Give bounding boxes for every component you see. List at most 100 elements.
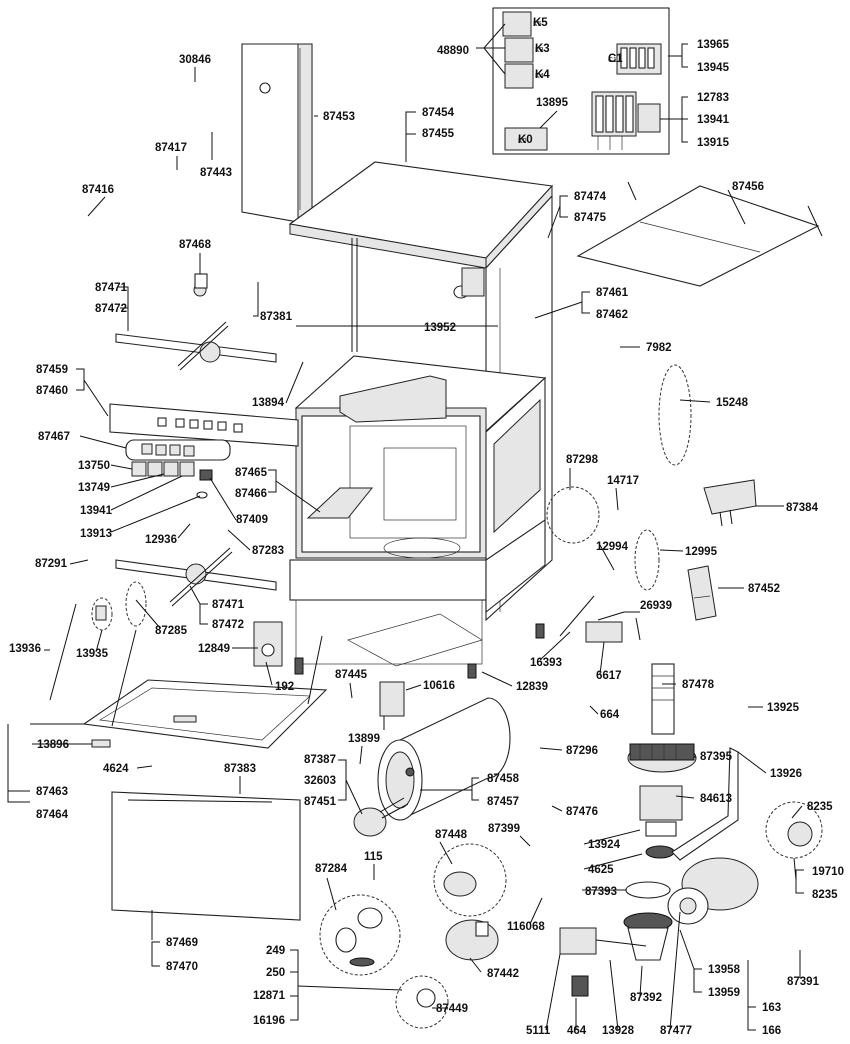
part-label-5111: 5111 bbox=[526, 1025, 551, 1037]
relay-k0-label: K0 bbox=[518, 138, 527, 145]
leader-line bbox=[551, 805, 563, 812]
leader-line bbox=[727, 189, 746, 225]
part-label-87458: 87458 bbox=[487, 773, 520, 785]
leader-line bbox=[599, 641, 605, 675]
leader-line bbox=[599, 544, 615, 571]
contactor-c1-label: C1 bbox=[608, 57, 617, 64]
part-label-12849: 12849 bbox=[198, 643, 230, 655]
leader-line bbox=[110, 475, 183, 511]
leader-line bbox=[471, 777, 479, 801]
sump-filter bbox=[623, 881, 673, 961]
part-label-87456: 87456 bbox=[732, 181, 764, 193]
contactor-block bbox=[591, 91, 661, 150]
leader-line bbox=[405, 111, 416, 162]
leader-line bbox=[615, 487, 619, 511]
part-label-116068: 116068 bbox=[507, 921, 545, 933]
leader-line bbox=[7, 724, 30, 803]
leader-line bbox=[476, 23, 506, 49]
part-label-250: 250 bbox=[266, 967, 285, 979]
part-label-166: 166 bbox=[762, 1025, 781, 1037]
part-label-13936: 13936 bbox=[9, 643, 41, 655]
leader-line bbox=[118, 286, 129, 331]
part-label-13915: 13915 bbox=[697, 137, 730, 149]
leader-line bbox=[609, 959, 619, 1031]
wash-element bbox=[687, 565, 717, 621]
part-label-4624: 4624 bbox=[103, 763, 129, 775]
part-label-13750: 13750 bbox=[78, 460, 110, 472]
leader-line bbox=[439, 841, 453, 865]
part-label-12783: 12783 bbox=[697, 92, 729, 104]
part-label-13958: 13958 bbox=[708, 964, 741, 976]
leader-line bbox=[693, 755, 697, 759]
leader-line bbox=[659, 549, 684, 552]
part-label-12936: 12936 bbox=[145, 534, 177, 546]
rinse-element bbox=[703, 479, 757, 527]
part-label-87445: 87445 bbox=[335, 669, 368, 681]
reservoir-group bbox=[319, 894, 401, 976]
part-label-87284: 87284 bbox=[315, 863, 348, 875]
part-label-87285: 87285 bbox=[155, 625, 188, 637]
leader-line bbox=[675, 795, 695, 799]
leader-line bbox=[483, 47, 506, 75]
part-label-87399: 87399 bbox=[488, 823, 520, 835]
relay-k4-label: K4 bbox=[535, 73, 544, 80]
part-label-87296: 87296 bbox=[566, 745, 598, 757]
part-label-K0: K0 bbox=[518, 134, 533, 146]
part-label-87383: 87383 bbox=[224, 763, 256, 775]
part-label-14717: 14717 bbox=[607, 475, 639, 487]
part-label-48890: 48890 bbox=[437, 45, 469, 57]
leader-line bbox=[268, 469, 277, 493]
part-label-13941a: 13941 bbox=[697, 114, 730, 126]
pressure-switch bbox=[379, 681, 405, 730]
part-label-12871: 12871 bbox=[253, 990, 286, 1002]
part-label-87283: 87283 bbox=[252, 545, 284, 557]
leader-line bbox=[359, 745, 363, 765]
leader-line bbox=[639, 965, 643, 997]
upper-spray-arm bbox=[115, 273, 277, 371]
leader-line bbox=[559, 195, 568, 218]
leader-line bbox=[135, 599, 161, 629]
leader-line bbox=[265, 661, 273, 686]
water-inlet-valve bbox=[559, 595, 641, 643]
part-label-13959: 13959 bbox=[708, 987, 740, 999]
leader-line bbox=[297, 985, 403, 991]
rinse-aid-lid bbox=[576, 181, 823, 287]
part-label-87472a: 87472 bbox=[95, 303, 127, 315]
part-label-12839: 12839 bbox=[516, 681, 548, 693]
leader-line bbox=[177, 523, 191, 539]
valve-group-87449 bbox=[395, 975, 449, 1029]
part-label-13913: 13913 bbox=[80, 528, 112, 540]
leader-line bbox=[95, 629, 103, 653]
leader-line bbox=[545, 953, 561, 1031]
part-label-87452: 87452 bbox=[748, 583, 780, 595]
part-label-87465: 87465 bbox=[235, 467, 268, 479]
part-label-87381: 87381 bbox=[260, 311, 293, 323]
leader-line bbox=[681, 43, 688, 68]
part-label-13926: 13926 bbox=[770, 768, 802, 780]
part-label-87416: 87416 bbox=[82, 184, 114, 196]
leader-line bbox=[253, 282, 259, 317]
leader-line bbox=[519, 835, 531, 847]
relay-k5-label: K5 bbox=[533, 21, 542, 28]
part-label-K4: K4 bbox=[535, 69, 550, 81]
part-label-87474: 87474 bbox=[574, 191, 607, 203]
part-label-87470: 87470 bbox=[166, 961, 198, 973]
part-label-192: 192 bbox=[275, 681, 294, 693]
heater-group-87448 bbox=[433, 843, 507, 917]
leader-line bbox=[209, 477, 237, 521]
leader-line bbox=[189, 585, 201, 605]
relay-contactor-inset: K5 K3 K4 C1 K0 bbox=[492, 7, 670, 155]
leader-line bbox=[69, 559, 89, 565]
leader-line bbox=[338, 759, 347, 801]
leader-line bbox=[110, 473, 165, 488]
leader-line bbox=[597, 611, 625, 621]
part-label-13925: 13925 bbox=[767, 702, 800, 714]
leader-line bbox=[539, 747, 563, 751]
part-label-115: 115 bbox=[364, 851, 383, 863]
part-label-32603: 32603 bbox=[304, 775, 336, 787]
part-label-87471b: 87471 bbox=[212, 599, 245, 611]
part-label-13894: 13894 bbox=[252, 397, 285, 409]
part-label-87468: 87468 bbox=[179, 239, 212, 251]
